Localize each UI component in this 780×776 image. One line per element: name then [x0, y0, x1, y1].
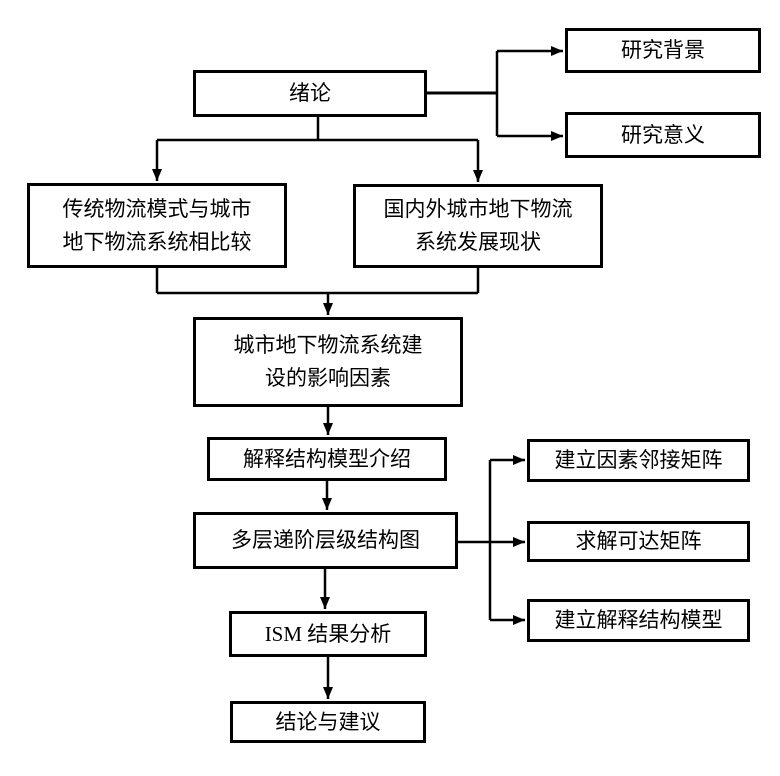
node-hierarchy-diagram: 多层递阶层级结构图	[193, 512, 458, 569]
node-conclusion: 结论与建议	[230, 701, 426, 743]
node-build-ism-model: 建立解释结构模型	[527, 599, 750, 642]
node-reachability-matrix: 求解可达矩阵	[527, 521, 750, 562]
node-comparison: 传统物流模式与城市 地下物流系统相比较	[27, 183, 287, 268]
node-research-background: 研究背景	[565, 28, 761, 73]
node-influencing-factors: 城市地下物流系统建 设的影响因素	[193, 317, 463, 407]
node-research-significance: 研究意义	[565, 112, 761, 158]
node-adjacency-matrix: 建立因素邻接矩阵	[527, 439, 750, 482]
node-development-status: 国内外城市地下物流 系统发展现状	[353, 184, 603, 268]
node-introduction: 绪论	[193, 70, 427, 117]
node-ism-introduction: 解释结构模型介绍	[207, 437, 447, 481]
node-ism-result-analysis: ISM 结果分析	[229, 611, 427, 657]
